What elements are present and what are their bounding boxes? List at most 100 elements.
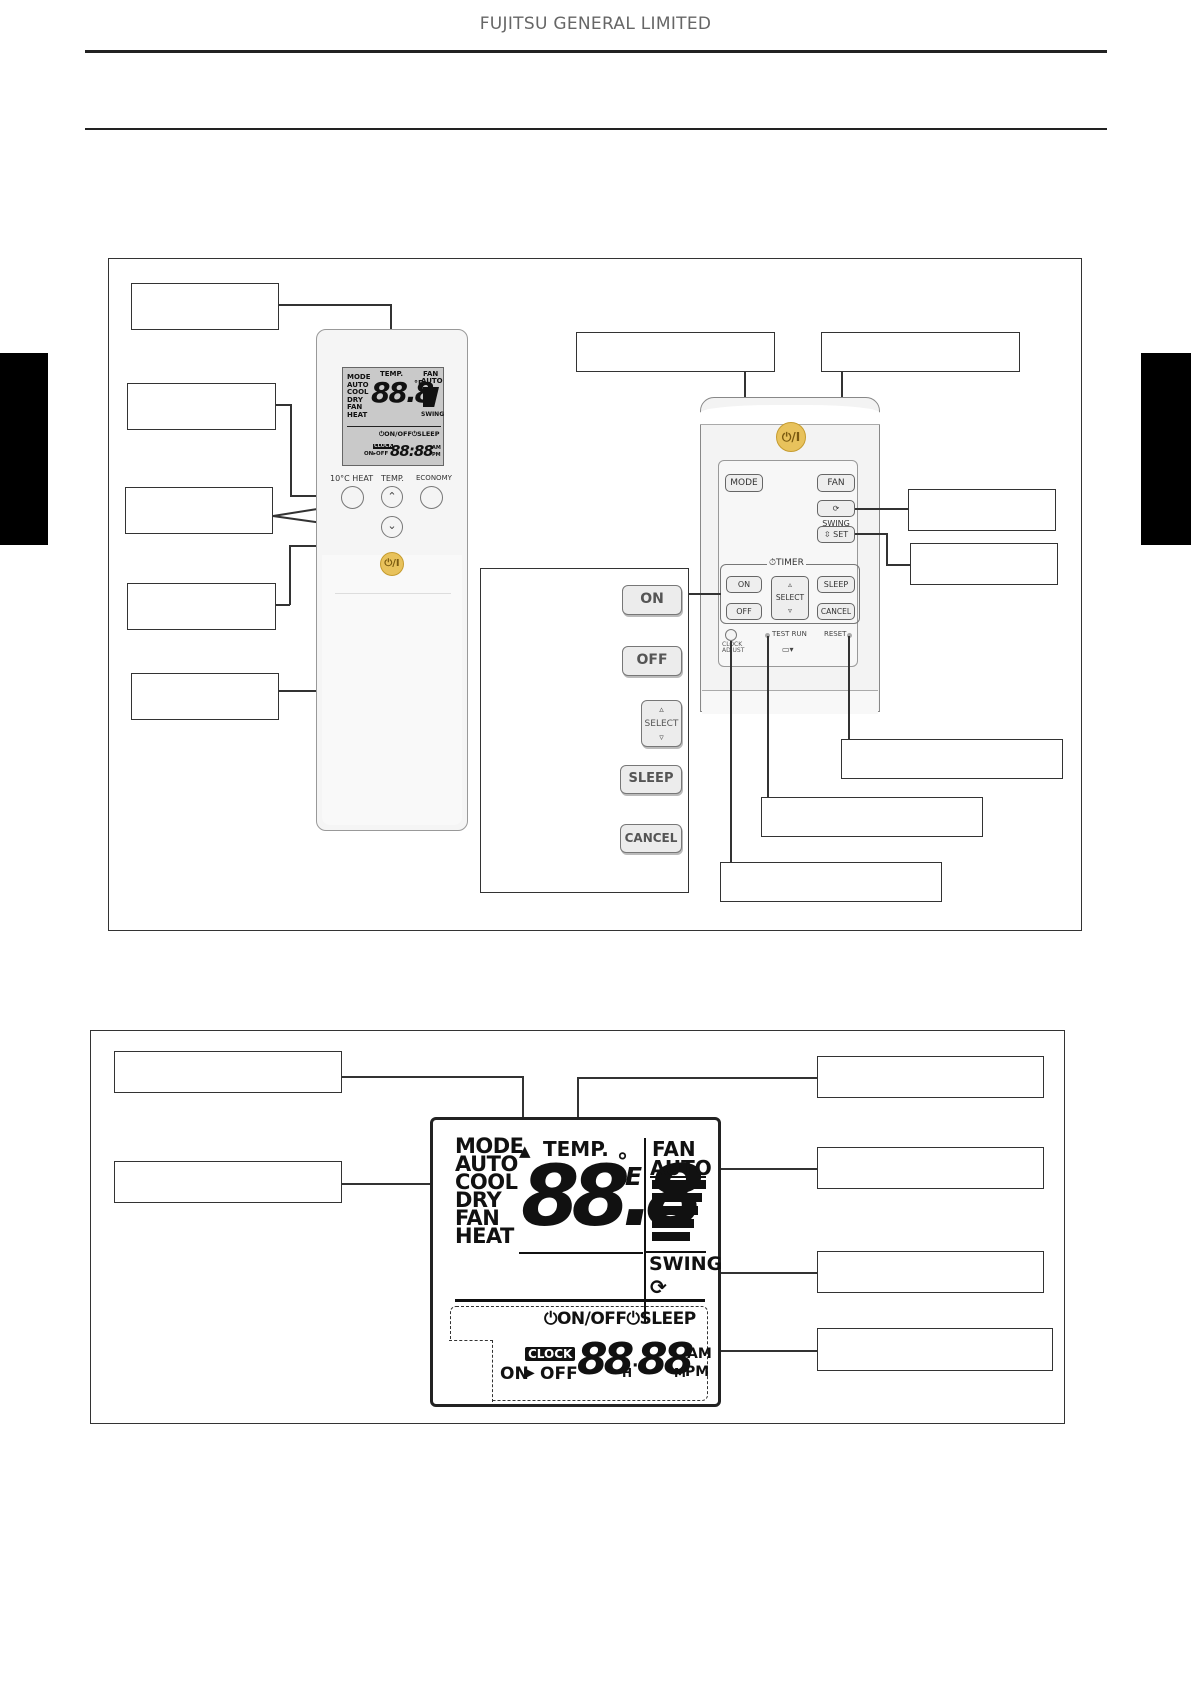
- callout-reset-label: [841, 739, 1063, 779]
- display-fan-auto-underline: [650, 1176, 706, 1178]
- remote-cover-seam: [335, 593, 451, 594]
- legend-select-button: ▵SELECT▿: [641, 700, 682, 747]
- test-run-hole[interactable]: [765, 633, 770, 638]
- reset-hole[interactable]: [847, 633, 852, 638]
- display-timer-line: ⏻ON/OFF⏻SLEEP: [544, 1309, 696, 1329]
- heat-button-label: 10°C HEAT: [330, 474, 374, 483]
- leader-line: [707, 1350, 817, 1352]
- remote-power-button[interactable]: ⏻/I: [380, 552, 404, 576]
- callout-clock-adjust-label: [720, 862, 942, 902]
- swing-button-label: SWING: [822, 519, 850, 528]
- remote-lcd-time: 88:88: [390, 442, 434, 460]
- display-vertical-divider: [644, 1138, 646, 1323]
- panel-cut-bottom: [702, 690, 878, 714]
- swing-button[interactable]: ⟳ SWING: [817, 500, 855, 528]
- remote-lcd-temp-label: TEMP.: [380, 370, 404, 378]
- callout-fan-display-label: [817, 1147, 1044, 1189]
- leader-line: [577, 1077, 579, 1127]
- leader-line: [708, 1168, 817, 1170]
- display-timer-notch-edge: [449, 1340, 493, 1342]
- display-temp-underline: [519, 1252, 643, 1254]
- timer-on-button[interactable]: ON: [726, 576, 762, 593]
- leader-line: [886, 564, 910, 566]
- set-button[interactable]: ⇳ SET: [817, 526, 855, 543]
- display-hours: 88: [577, 1334, 634, 1385]
- test-run-label: TEST RUN: [772, 630, 807, 638]
- leader-line: [522, 1076, 524, 1134]
- mode-button[interactable]: MODE: [725, 474, 763, 492]
- remote-lcd-fan-label: FAN: [423, 370, 439, 378]
- heat-button[interactable]: [341, 486, 364, 509]
- panel-power-button[interactable]: ⏻/I: [776, 422, 806, 452]
- display-swing-icon: ⟳: [650, 1275, 667, 1299]
- leader-line: [290, 404, 292, 496]
- callout-swing-display-label: [817, 1251, 1044, 1293]
- callout-fan-label: [821, 332, 1020, 372]
- legend-sleep-button: SLEEP: [620, 765, 682, 794]
- economy-button[interactable]: [420, 486, 443, 509]
- timer-off-button[interactable]: OFF: [726, 603, 762, 620]
- leader-line: [276, 404, 291, 406]
- callout-heat-label: [127, 383, 276, 430]
- callout-mode-label: [576, 332, 775, 372]
- leader-line: [848, 636, 850, 739]
- leader-line: [289, 545, 291, 605]
- remote-lcd-fan-auto: AUTO: [421, 377, 443, 385]
- display-fan-bar: [652, 1206, 698, 1215]
- display-mode-heading: MODE: [455, 1134, 524, 1158]
- display-colon: ·: [632, 1356, 639, 1376]
- display-fan-bar: [652, 1232, 690, 1241]
- legend-select-label: SELECT: [644, 719, 679, 729]
- leader-line: [730, 641, 732, 862]
- callout-temp-label: [125, 487, 273, 534]
- remote-lcd-clock: CLOCK: [373, 443, 394, 449]
- fan-button[interactable]: FAN: [817, 474, 855, 492]
- leader-line: [767, 636, 769, 797]
- display-pm-label: PM: [685, 1364, 710, 1380]
- timer-select-button[interactable]: ▵SELECT▿: [771, 576, 809, 620]
- callout-power-label: [131, 673, 279, 720]
- display-mode-fan: FAN: [455, 1206, 500, 1230]
- display-fan-divider: [646, 1251, 706, 1253]
- remote-lcd-am: AM: [432, 445, 441, 451]
- legend-on-button: ON: [622, 585, 682, 615]
- leader-line: [706, 1272, 817, 1274]
- leader-line: [342, 1183, 452, 1185]
- display-timer-area-notch: [449, 1340, 493, 1404]
- battery-icon: ▭▾: [782, 645, 794, 654]
- display-m-label: M: [674, 1366, 686, 1380]
- company-header: FUJITSU GENERAL LIMITED: [479, 14, 712, 34]
- remote-lcd-swing: SWING: [421, 411, 445, 418]
- timer-select-label: SELECT: [775, 593, 805, 602]
- temp-down-button[interactable]: ⌄: [381, 516, 403, 538]
- callout-economy-label: [127, 583, 276, 630]
- display-mode-heat: HEAT: [455, 1224, 514, 1248]
- clock-adjust-button[interactable]: [725, 629, 737, 641]
- reset-label: RESET: [824, 630, 847, 638]
- display-on-label: ON: [500, 1364, 529, 1384]
- set-button-label: SET: [833, 530, 849, 539]
- temp-up-button[interactable]: ⌃: [381, 486, 403, 508]
- callout-mode-display-label: [114, 1161, 342, 1203]
- leader-line: [855, 508, 908, 510]
- leader-line: [855, 533, 887, 535]
- leader-line: [279, 304, 391, 306]
- remote-lcd-pm: PM: [432, 452, 441, 458]
- timer-sleep-button[interactable]: SLEEP: [817, 576, 855, 593]
- display-fan-label: FAN: [652, 1137, 696, 1161]
- display-mode-list: MODE AUTO COOL DRY FAN HEAT: [455, 1134, 524, 1248]
- leader-line: [577, 1077, 817, 1079]
- display-temp-label: TEMP.: [543, 1137, 609, 1161]
- display-mode-dry: DRY: [455, 1188, 502, 1212]
- callout-display-label: [131, 283, 279, 330]
- display-mode-auto: AUTO: [455, 1152, 518, 1176]
- leader-line: [342, 1076, 523, 1078]
- display-arrow-icon: ▶: [524, 1365, 535, 1381]
- leader-line: [276, 604, 290, 606]
- display-off-label: OFF: [540, 1364, 578, 1384]
- legend-off-button: OFF: [622, 646, 682, 676]
- timer-cancel-button[interactable]: CANCEL: [817, 603, 855, 620]
- legend-cancel-button: CANCEL: [620, 824, 682, 853]
